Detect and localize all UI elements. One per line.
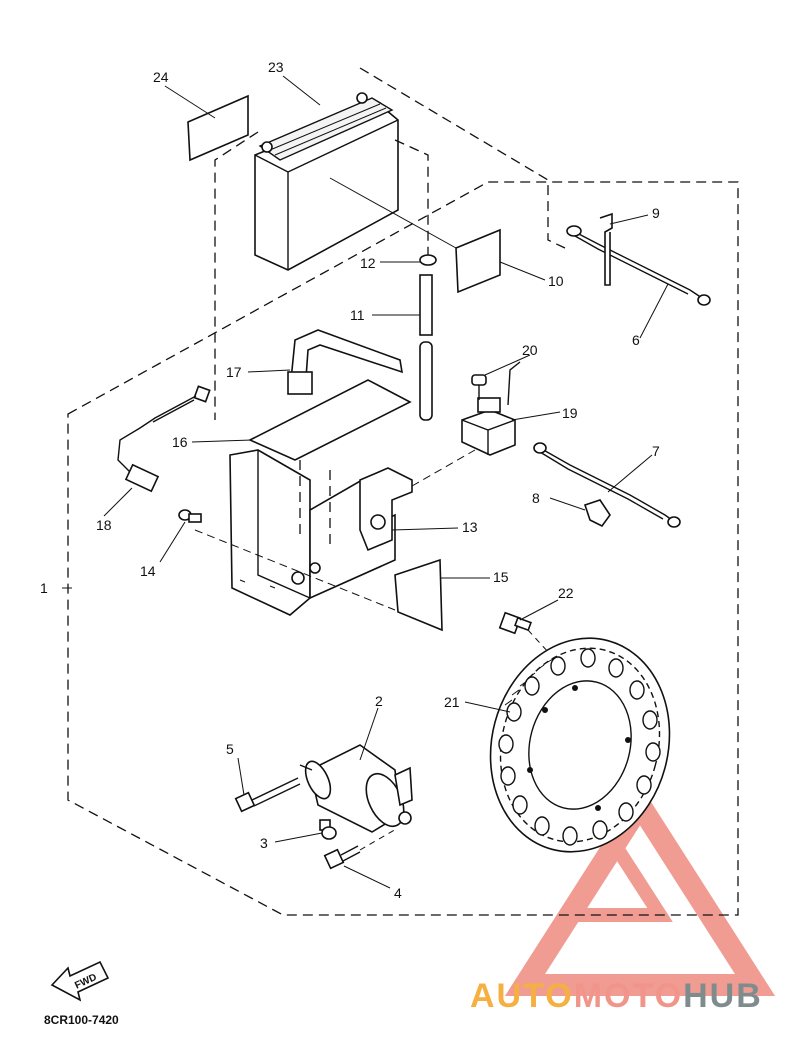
watermark-hub: HUB	[683, 977, 763, 1015]
label-23: 23	[268, 59, 284, 75]
breather-pipe	[419, 254, 437, 421]
bolt-5	[234, 777, 301, 813]
battery	[254, 92, 399, 271]
diagram-code: 8CR100-7420	[44, 1013, 119, 1027]
label-18: 18	[96, 517, 112, 533]
lead-wire-18	[117, 385, 211, 493]
label-2: 2	[375, 693, 383, 709]
label-17: 17	[226, 364, 242, 380]
starter-motor	[299, 744, 413, 833]
leader-lines	[62, 75, 669, 889]
label-11: 11	[350, 307, 365, 323]
starter-relay	[461, 361, 521, 456]
label-7: 7	[652, 443, 660, 459]
watermark-moto: MOTO	[574, 977, 683, 1015]
part-labels: 1 2 3 4 5 6 7 8 9 10 11 12 13 14 15 16 1…	[40, 59, 660, 901]
label-12: 12	[360, 255, 376, 271]
o-ring-3	[321, 826, 337, 840]
fwd-arrow-icon: FWD	[50, 960, 110, 1002]
label-9: 9	[652, 205, 660, 221]
case-guides	[299, 460, 331, 545]
bolt-14	[178, 509, 202, 523]
battery-cover-sheet	[248, 379, 412, 461]
label-6: 6	[632, 332, 640, 348]
bolt-22	[498, 611, 532, 635]
assembly-outline	[67, 181, 739, 916]
label-4: 4	[394, 885, 402, 901]
label-10: 10	[548, 273, 564, 289]
leader-10	[329, 177, 457, 249]
label-24: 24	[153, 69, 169, 85]
relay-guide	[411, 449, 476, 487]
battery-cable-7	[533, 442, 681, 528]
band-8	[583, 499, 611, 528]
label-3: 3	[260, 835, 268, 851]
label-15: 15	[493, 569, 509, 585]
battery-cable-leader	[214, 131, 259, 420]
label-22: 22	[558, 585, 574, 601]
label-13: 13	[462, 519, 478, 535]
battery-leader-outline	[359, 67, 566, 249]
bolt-4	[323, 845, 361, 870]
label-19: 19	[562, 405, 578, 421]
label-20: 20	[522, 342, 538, 358]
screw-20	[471, 374, 487, 400]
band-9	[599, 212, 613, 286]
label-14: 14	[140, 563, 156, 579]
side-plate	[394, 558, 443, 632]
battery-band	[287, 329, 404, 395]
battery-mount-guide	[394, 139, 429, 260]
watermark-auto: AUTO	[470, 977, 574, 1015]
battery-label-sticker	[187, 94, 249, 162]
bolt-4-guide	[359, 827, 399, 851]
label-21: 21	[444, 694, 460, 710]
battery-case	[229, 449, 413, 616]
warning-sticker	[455, 228, 501, 294]
label-8: 8	[532, 490, 540, 506]
battery-cable-6	[566, 225, 711, 306]
bolt-22-guide	[527, 629, 561, 666]
bolt-14-guide	[194, 529, 396, 611]
label-5: 5	[226, 741, 234, 757]
label-1: 1	[40, 580, 48, 596]
label-16: 16	[172, 434, 188, 450]
watermark-text: AUTOMOTOHUB	[470, 977, 763, 1015]
brake-disc	[489, 637, 671, 853]
